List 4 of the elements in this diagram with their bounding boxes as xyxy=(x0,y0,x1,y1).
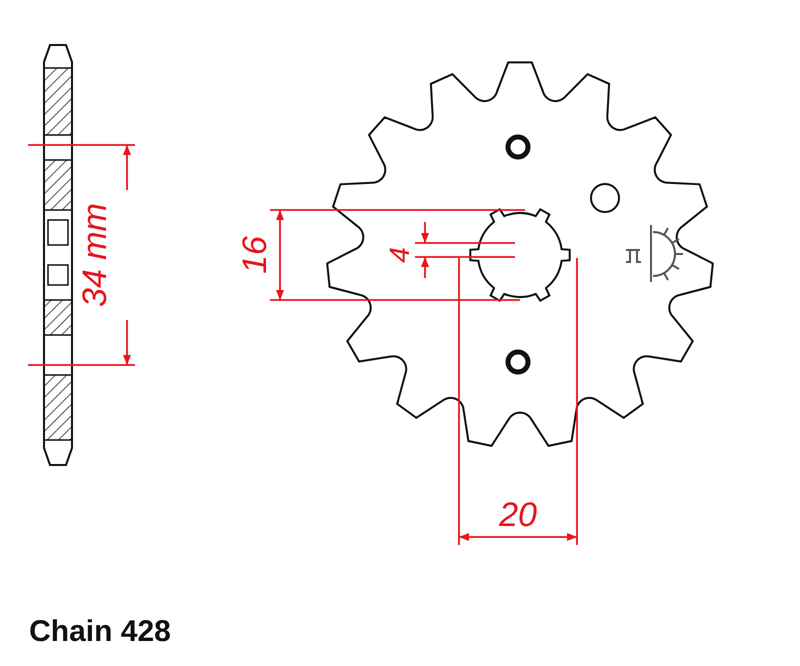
chain-size-text: Chain 428 xyxy=(29,617,171,647)
dimension-value: 16 xyxy=(238,236,272,274)
dimension-value: 20 xyxy=(499,498,537,532)
dimension-value: 4 xyxy=(386,247,414,263)
